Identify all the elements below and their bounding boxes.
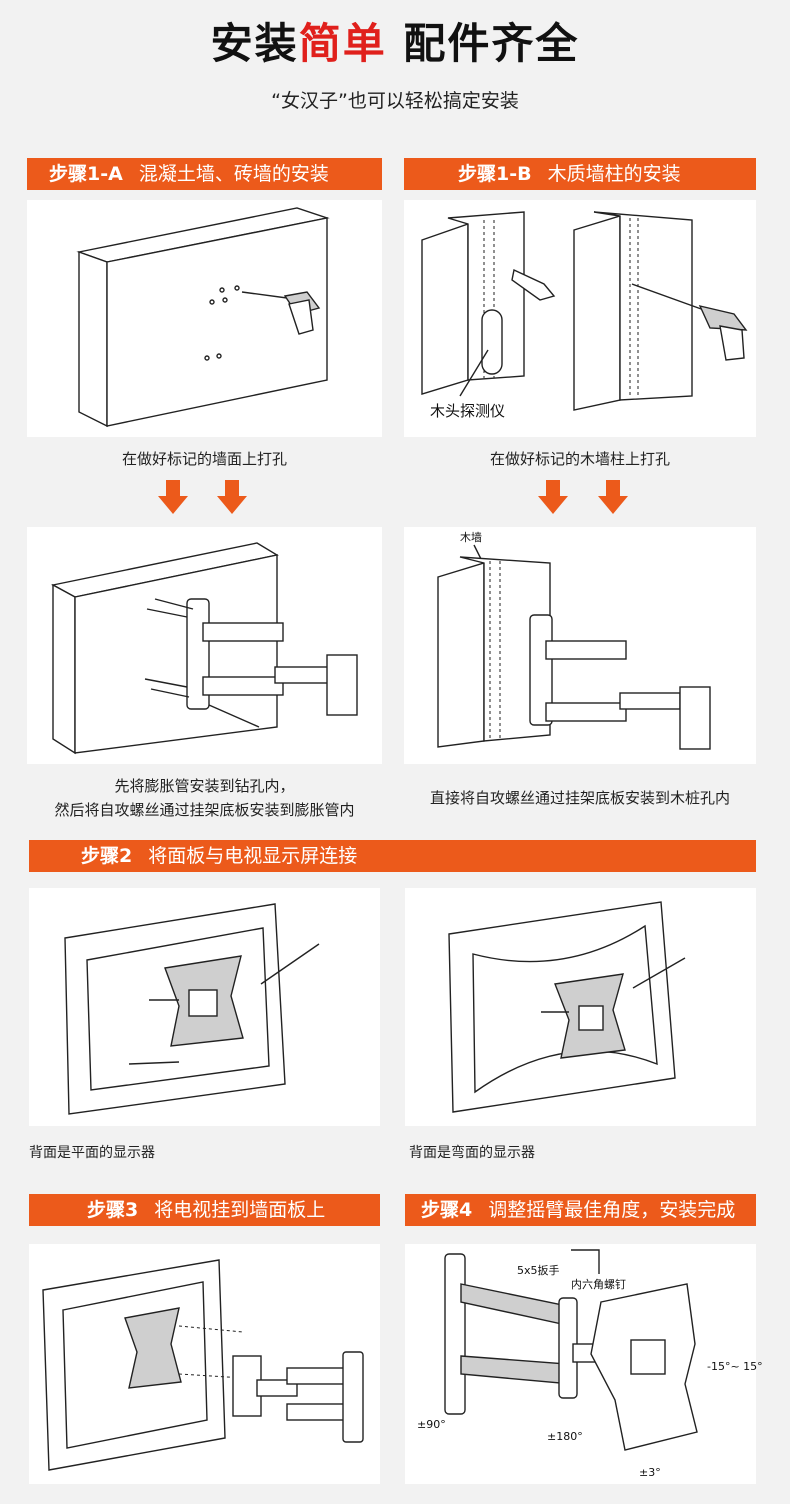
title-highlight: 简单: [298, 19, 387, 68]
step1b-number: 步骤1-B: [458, 163, 532, 185]
step2-caption-curved: 背面是弯面的显示器: [409, 1145, 535, 1161]
step4-number: 步骤4: [421, 1199, 473, 1221]
screw-label: 内六角螺钉: [571, 1277, 626, 1291]
step2-flat-tv-illustration: [29, 888, 380, 1126]
step2-caption-flat: 背面是平面的显示器: [29, 1145, 155, 1161]
step4-header: 步骤4 调整摇臂最佳角度，安装完成: [405, 1194, 756, 1226]
step1b-drill-illustration: 木头探测仪: [404, 200, 756, 437]
step1a-drill-illustration: [27, 200, 382, 437]
title-part1: 安装: [210, 19, 299, 68]
step4-title: 调整摇臂最佳角度，安装完成: [488, 1199, 736, 1221]
step1b-caption-top: 在做好标记的木墙柱上打孔: [489, 450, 670, 468]
step2-curved-tv-illustration: [405, 888, 756, 1126]
step1b-caption-bottom: 直接将自攻螺丝通过挂架底板安装到木桩孔内: [429, 789, 730, 807]
step1b-header: 步骤1-B 木质墙柱的安装: [404, 158, 756, 190]
step1b-title: 木质墙柱的安装: [547, 163, 681, 185]
page-title: 安装简单 配件齐全: [0, 10, 790, 71]
step2-title: 将面板与电视显示屏连接: [148, 845, 358, 867]
title-part2: 配件齐全: [386, 19, 580, 68]
wood-wall-label: 木墙: [460, 530, 482, 544]
step1b-mount-illustration: 木墙: [404, 527, 756, 764]
wrench-label: 5x5扳手: [517, 1263, 560, 1277]
swivel-wall-angle-label: ±90°: [417, 1418, 446, 1431]
step1a-caption-bottom: 先将膨胀管安装到钻孔内， 然后将自攻螺丝通过挂架底板安装到膨胀管内: [27, 774, 382, 822]
tilt-angle-label: -15°~ 15°: [707, 1360, 763, 1373]
step3-title: 将电视挂到墙面板上: [154, 1199, 326, 1221]
step1a-caption-line1: 先将膨胀管安装到钻孔内，: [114, 777, 295, 795]
step1a-header: 步骤1-A 混凝土墙、砖墙的安装: [27, 158, 382, 190]
step1a-number: 步骤1-A: [49, 163, 123, 185]
step1a-caption-line2: 然后将自攻螺丝通过挂架底板安装到膨胀管内: [54, 801, 355, 819]
step1a-mount-illustration: [27, 527, 382, 764]
step3-hang-tv-illustration: [29, 1244, 380, 1484]
step1a-title: 混凝土墙、砖墙的安装: [138, 163, 329, 185]
page-subtitle: “女汉子”也可以轻松搞定安装: [271, 90, 519, 112]
step3-header: 步骤3 将电视挂到墙面板上: [29, 1194, 380, 1226]
rotate-angle-label: ±3°: [639, 1466, 661, 1479]
step4-adjust-illustration: 5x5扳手 内六角螺钉 -15°~ 15° ±90° ±180° ±3°: [405, 1244, 763, 1484]
swivel-arm-angle-label: ±180°: [547, 1430, 583, 1443]
step1a-caption-top: 在做好标记的墙面上打孔: [121, 450, 287, 468]
step3-number: 步骤3: [87, 1199, 139, 1221]
detector-label: 木头探测仪: [430, 402, 505, 420]
step2-number: 步骤2: [81, 845, 133, 867]
step2-header: 步骤2 将面板与电视显示屏连接: [29, 840, 756, 872]
